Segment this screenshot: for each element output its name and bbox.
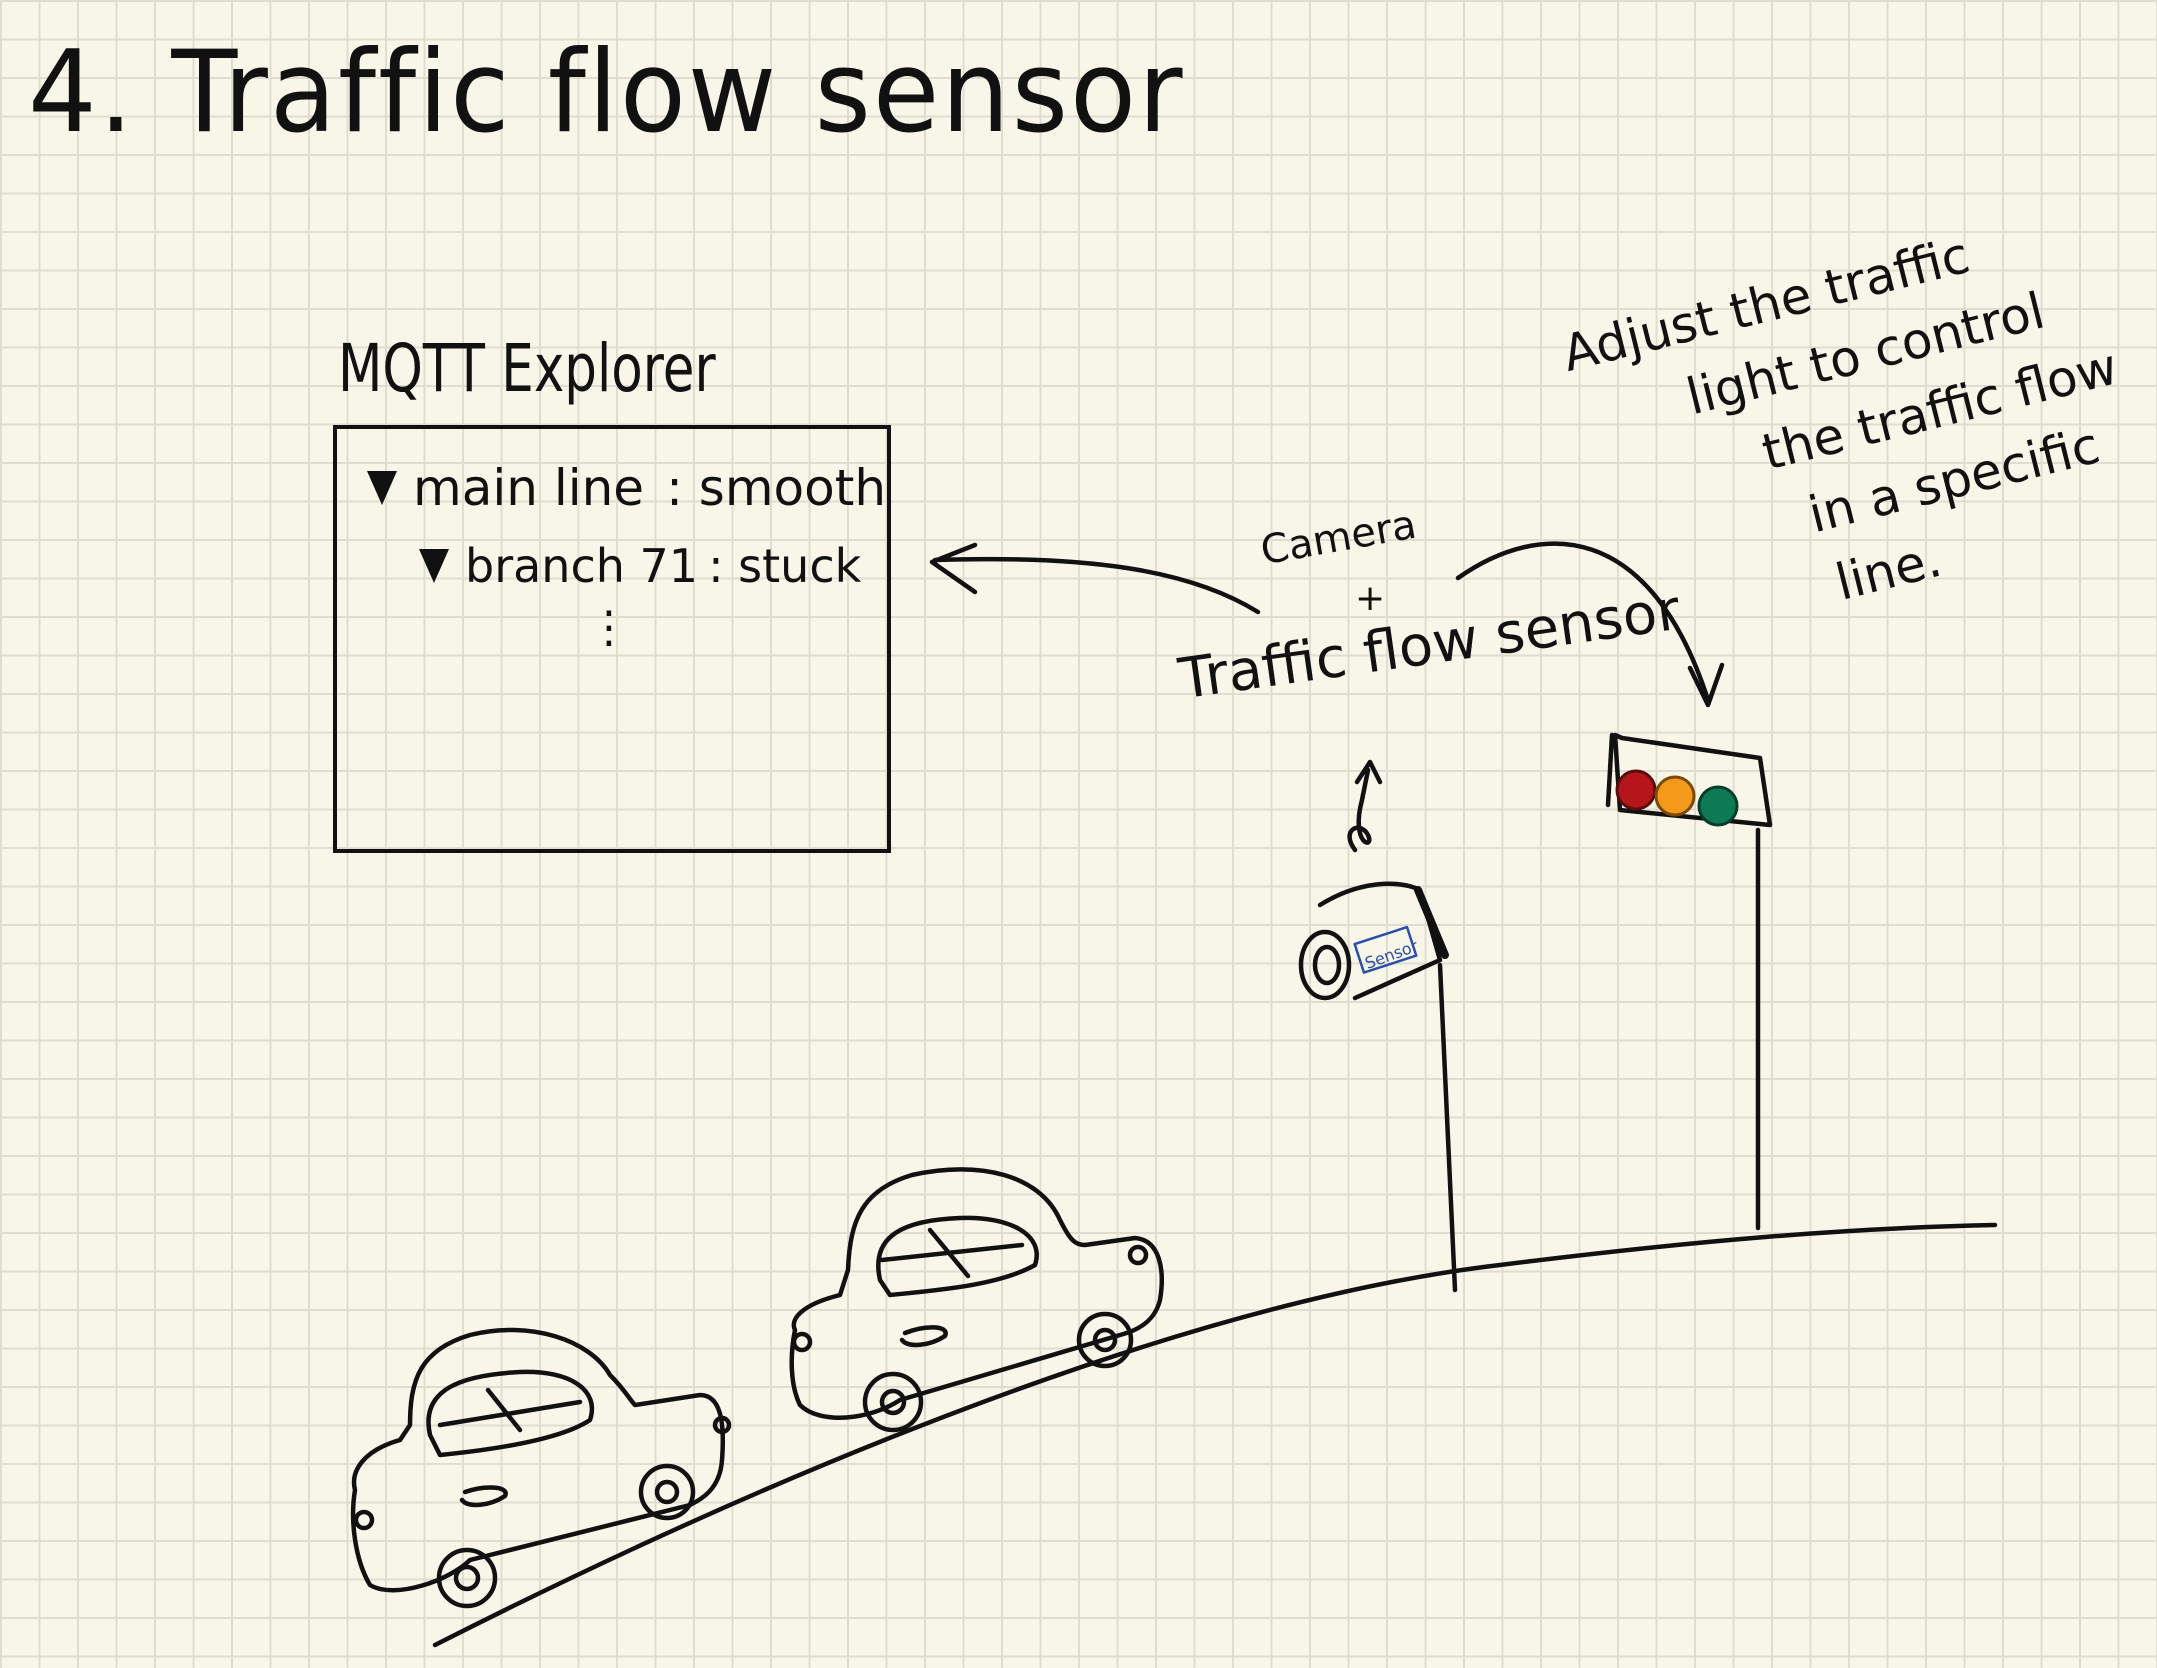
arrow-to-mqtt-panel bbox=[929, 542, 1261, 615]
mqtt-explorer-heading: MQTT Explorer bbox=[338, 330, 716, 407]
tree-row-label: main line bbox=[413, 459, 645, 517]
sensor-camera-icon: Sensor bbox=[1298, 881, 1458, 1293]
traffic-light-icon bbox=[1605, 732, 1773, 1231]
page-title: 4. Traffic flow sensor bbox=[28, 26, 1185, 159]
tree-row-value: : stuck bbox=[708, 539, 862, 593]
car-icon bbox=[789, 1167, 1164, 1433]
expand-triangle-icon[interactable] bbox=[419, 549, 449, 583]
road-line bbox=[432, 1222, 1998, 1648]
tree-row-main-line[interactable]: main line : smooth bbox=[367, 459, 886, 517]
tree-row-value: : smooth bbox=[666, 459, 887, 517]
expand-triangle-icon[interactable] bbox=[367, 471, 397, 505]
mqtt-explorer-panel: main line : smooth branch 71 : stuck ⋮ bbox=[333, 425, 891, 853]
arrow-to-traffic-light bbox=[1455, 541, 1725, 708]
sensor-tag-label: Sensor bbox=[1362, 936, 1420, 973]
arrow-sensor-to-label bbox=[1347, 759, 1383, 853]
car-icon bbox=[350, 1327, 732, 1609]
tree-row-label: branch 71 bbox=[465, 539, 699, 593]
tree-row-branch[interactable]: branch 71 : stuck bbox=[419, 539, 861, 593]
plus-label: + bbox=[1355, 578, 1386, 619]
